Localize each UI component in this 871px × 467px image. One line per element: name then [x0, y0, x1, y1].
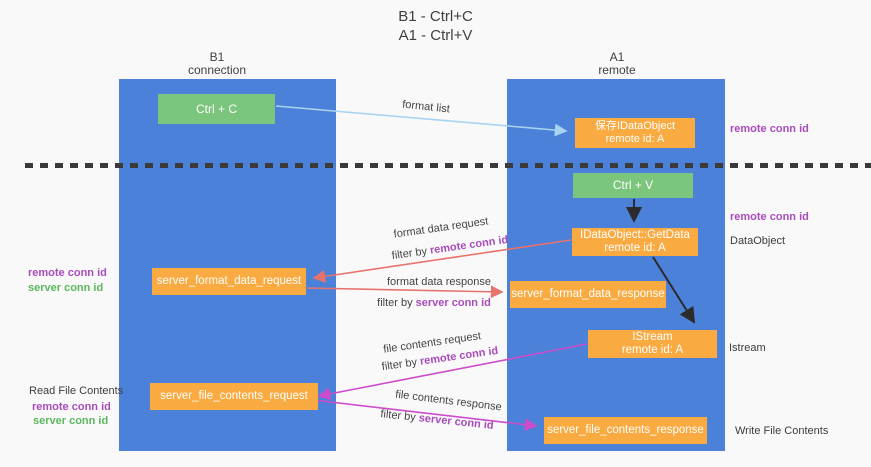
istream-side-label: Istream — [729, 342, 766, 354]
dataobject-label: DataObject — [730, 235, 786, 247]
getdata-line2: remote id: A — [604, 242, 666, 254]
save-idataobject-line2: remote id: A — [605, 133, 665, 145]
left-remote-conn-id-top: remote conn id — [28, 267, 107, 279]
left-server-conn-id-top: server conn id — [28, 282, 104, 294]
node-server-format-data-request: server_format_data_request — [152, 268, 306, 295]
format-data-response-arrow — [306, 285, 504, 299]
save-idataobject-line1: 保存IDataObject — [594, 120, 676, 132]
node-save-idataobject: 保存IDataObject remote id: A — [575, 118, 695, 148]
title-line-2: A1 - Ctrl+V — [398, 27, 473, 44]
node-ctrl-c: Ctrl + C — [158, 94, 275, 124]
node-istream: IStream remote id: A — [588, 330, 717, 358]
left-server-conn-id-bottom: server conn id — [33, 415, 109, 427]
write-file-contents-label: Write File Contents — [735, 425, 829, 437]
node-server-format-data-response: server_format_data_response — [510, 281, 666, 308]
format-list-label: format list — [401, 98, 451, 116]
right-remote-conn-id-mid: remote conn id — [730, 211, 809, 223]
server-format-data-request-label: server_format_data_request — [156, 275, 302, 287]
right-remote-conn-id-top: remote conn id — [730, 123, 809, 135]
ctrl-c-label: Ctrl + C — [195, 101, 237, 116]
left-remote-conn-id-bottom: remote conn id — [32, 401, 111, 413]
format-data-response-filter-label: filter by server conn id — [377, 297, 491, 309]
istream-line2: remote id: A — [621, 344, 684, 356]
filter-by-prefix: filter by — [391, 244, 431, 263]
getdata-line1: IDataObject::GetData — [580, 229, 690, 241]
format-data-response-label: format data response — [387, 276, 491, 288]
server-file-contents-response-label: server_file_contents_response — [547, 424, 704, 436]
file-contents-response-label: file contents response — [394, 388, 503, 414]
lane-b1-role: connection — [187, 63, 247, 77]
filter-key-server-conn-id: server conn id — [415, 297, 491, 309]
title-line-1: B1 - Ctrl+C — [398, 8, 473, 25]
lane-a1-role: remote — [598, 63, 636, 77]
phase-separator-dashed-line — [25, 163, 871, 168]
diagram-title: B1 - Ctrl+C A1 - Ctrl+V — [0, 7, 871, 45]
lane-header-b1: B1 connection — [157, 51, 277, 77]
node-ctrl-v: Ctrl + V — [573, 173, 693, 198]
node-server-file-contents-response: server_file_contents_response — [544, 417, 707, 444]
ctrl-v-label: Ctrl + V — [612, 178, 654, 192]
filter-key-server-conn-id: server conn id — [418, 412, 495, 432]
filter-by-prefix: filter by — [379, 408, 420, 425]
lane-header-a1: A1 remote — [557, 51, 677, 77]
server-format-data-response-label: server_format_data_response — [511, 288, 665, 300]
filter-by-prefix: filter by — [381, 355, 421, 374]
node-idataobject-getdata: IDataObject::GetData remote id: A — [572, 228, 698, 256]
istream-line1: IStream — [632, 331, 673, 343]
server-file-contents-request-label: server_file_contents_request — [160, 390, 308, 402]
filter-key-remote-conn-id: remote conn id — [429, 233, 509, 257]
read-file-contents-label: Read File Contents — [29, 385, 124, 397]
node-server-file-contents-request: server_file_contents_request — [150, 383, 318, 410]
file-contents-response-filter-label: filter by server conn id — [380, 408, 495, 432]
lane-a1-name: A1 — [609, 50, 625, 64]
lane-b1-name: B1 — [209, 50, 225, 64]
filter-by-prefix: filter by — [377, 297, 416, 309]
